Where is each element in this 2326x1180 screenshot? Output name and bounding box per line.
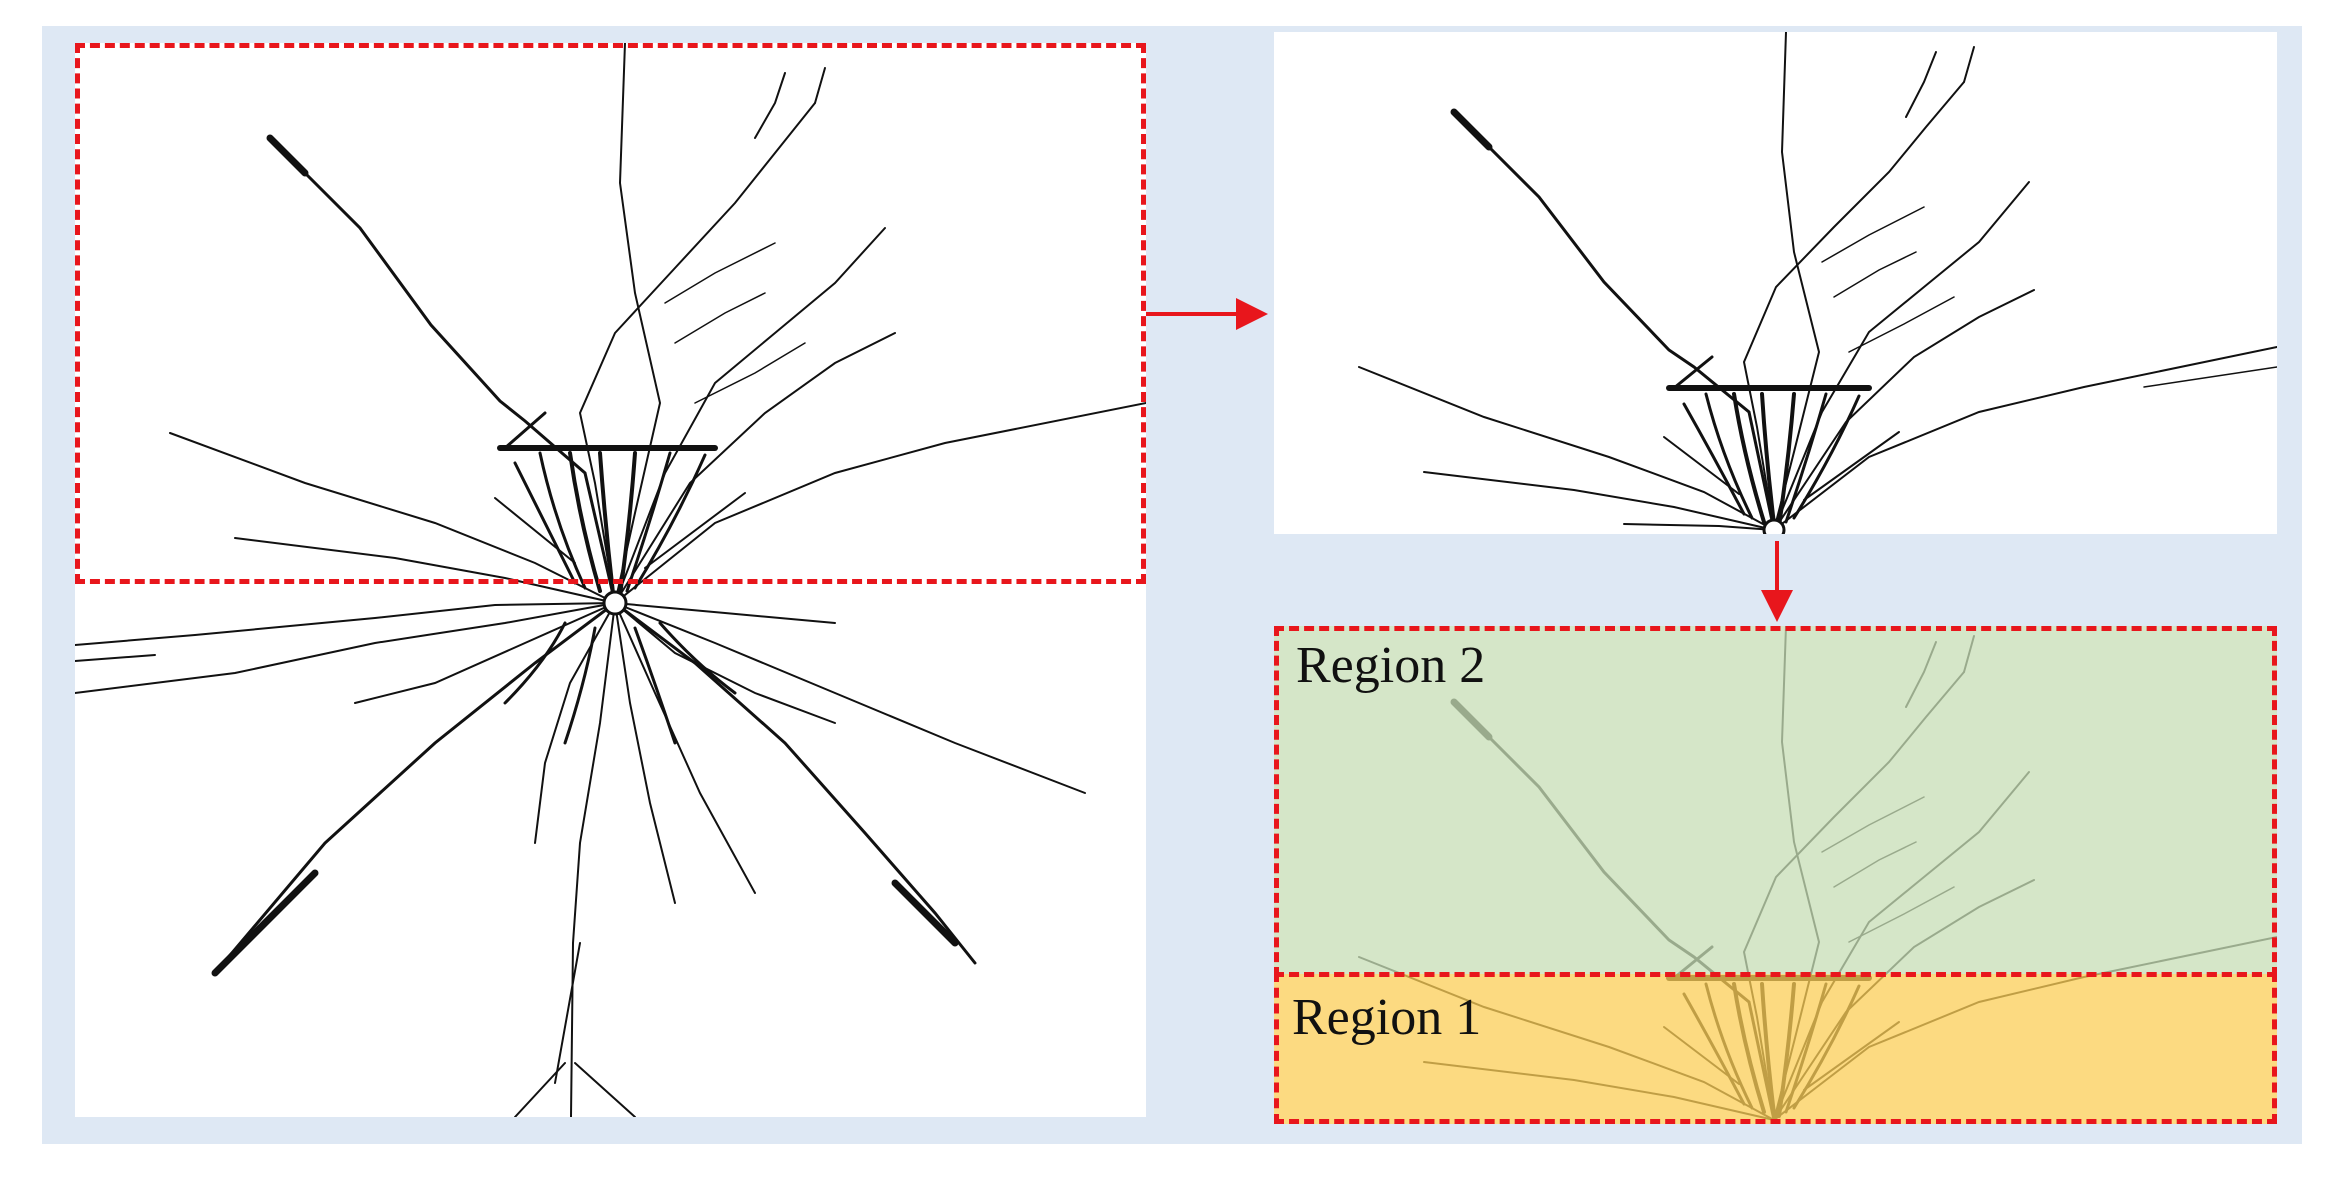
upper-half-crack-pattern: [1358, 32, 2277, 534]
region-1-area: [1274, 974, 2277, 1124]
full-crack-pattern: [75, 43, 1146, 1117]
region-1-label: Region 1: [1292, 989, 1482, 1046]
figure-background: Region 2 Region 1: [42, 26, 2302, 1144]
region-2-area: [1274, 626, 2277, 974]
arrows-layer: [1146, 298, 1793, 622]
upper-half-crack-panel: [1274, 32, 2277, 534]
regions-panel: Region 2 Region 1: [1274, 626, 2277, 1124]
region-2-label: Region 2: [1296, 637, 1486, 694]
region-1-outline: [1274, 972, 2277, 1124]
upper-half-selection-outline: [75, 43, 1146, 584]
